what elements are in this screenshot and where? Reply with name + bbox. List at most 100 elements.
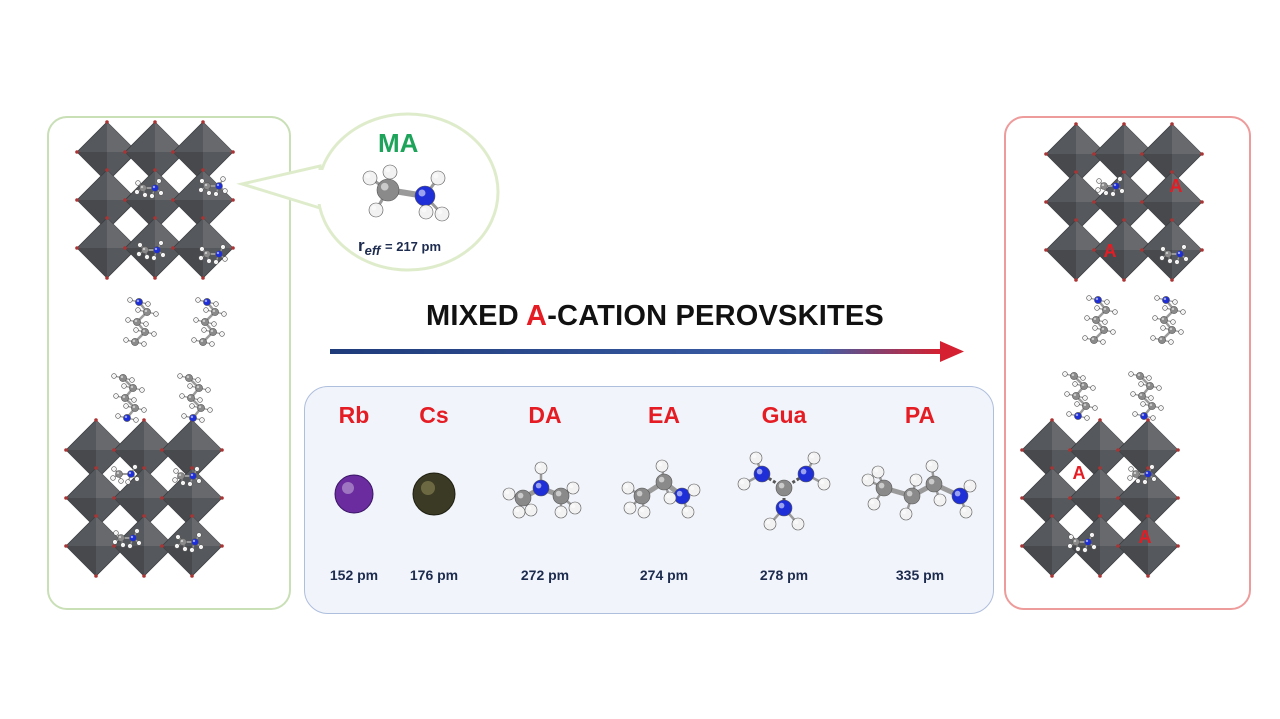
hydrogen-atom	[136, 251, 142, 257]
hydrogen-atom	[125, 479, 131, 485]
carbon-atom	[121, 394, 129, 402]
hydrogen-atom	[1089, 532, 1095, 538]
hydrogen-atom-shine	[136, 181, 139, 184]
hydrogen-atom-shine	[154, 312, 157, 315]
hydrogen-atom	[110, 475, 116, 481]
nitrogen-atom-shine	[756, 468, 763, 475]
iodide-atom	[201, 120, 205, 124]
nitrogen-atom-shine	[676, 490, 683, 497]
hydrogen-atom	[189, 403, 195, 409]
ma-label: MA	[378, 128, 419, 158]
hydrogen-atom	[189, 547, 195, 553]
hydrogen-atom-shine	[137, 541, 140, 544]
iodide-atom	[153, 276, 157, 280]
hydrogen-atom	[207, 407, 213, 413]
hydrogen-atom-shine	[1133, 412, 1136, 415]
nitrogen-atom-shine	[800, 468, 807, 475]
carbon-atom-shine	[1169, 327, 1173, 331]
octahedron	[1116, 514, 1180, 578]
hydrogen-atom-shine	[1097, 179, 1100, 182]
hydrogen-atom-shine	[1111, 192, 1114, 195]
carbon-atom	[197, 404, 205, 412]
iodide-atom	[1146, 466, 1150, 470]
carbon-atom-shine	[1137, 373, 1141, 377]
nitrogen-atom-shine	[190, 473, 194, 477]
hydrogen-atom-shine	[190, 548, 193, 551]
carbon-atom	[199, 338, 207, 346]
iodide-atom	[105, 216, 109, 220]
octahedron	[171, 120, 235, 184]
hydrogen-atom	[1095, 187, 1101, 193]
nitrogen-atom	[203, 298, 211, 306]
a-site-label: A	[1169, 176, 1183, 196]
hydrogen-atom	[156, 178, 162, 184]
hydrogen-atom-shine	[1068, 544, 1071, 547]
hydrogen-atom	[1160, 246, 1166, 252]
carbon-atom-shine	[1133, 471, 1137, 475]
iodide-atom	[1074, 218, 1078, 222]
carbon-atom-shine	[196, 385, 200, 389]
hydrogen-atom-shine	[157, 179, 160, 182]
hydrogen-atom-shine	[928, 462, 933, 467]
hydrogen-atom-shine	[124, 404, 127, 407]
carbon-atom	[119, 374, 127, 382]
hydrogen-atom-shine	[1159, 406, 1162, 409]
hydrogen-atom	[113, 530, 119, 536]
hydrogen-atom-shine	[128, 544, 131, 547]
carbon-atom-shine	[1161, 317, 1165, 321]
nitrogen-atom-shine	[1163, 297, 1167, 301]
hydrogen-atom-shine	[197, 479, 200, 482]
cation-size-rb: 152 pm	[329, 567, 379, 583]
hydrogen-atom-shine	[794, 520, 799, 525]
hydrogen-atom	[1119, 188, 1125, 194]
hydrogen-atom-shine	[199, 256, 202, 259]
iodide-atom	[1146, 418, 1150, 422]
iodide-atom	[160, 496, 164, 500]
carbon-atom-shine	[188, 395, 192, 399]
iodide-atom	[123, 246, 127, 250]
carbon-atom-shine	[202, 319, 206, 323]
iodide-atom	[142, 418, 146, 422]
hydrogen-atom-shine	[1092, 545, 1095, 548]
hydrogen-atom	[1172, 299, 1178, 305]
carbon-atom-shine	[204, 251, 208, 255]
hydrogen-atom-shine	[138, 243, 141, 246]
hydrogen-atom	[1162, 305, 1168, 311]
hydrogen-atom	[174, 543, 180, 549]
carbon-atom-shine	[380, 182, 389, 191]
hydrogen-atom	[1117, 176, 1123, 182]
hydrogen-atom	[209, 341, 215, 347]
carbon-atom	[1164, 250, 1172, 258]
octahedron	[1140, 218, 1204, 282]
octahedron	[123, 216, 187, 280]
hydrogen-atom-shine	[132, 398, 135, 401]
hydrogen-atom-shine	[658, 462, 663, 467]
hydrogen-atom-shine	[152, 332, 155, 335]
hydrogen-atom-shine	[214, 302, 217, 305]
title-suffix: -CATION PEROVSKITES	[547, 300, 884, 332]
carbon-atom-shine	[878, 482, 885, 489]
nitrogen-atom-shine	[535, 482, 542, 489]
hydrogen-atom	[1132, 411, 1138, 417]
hydrogen-atom-shine	[527, 506, 532, 511]
hydrogen-atom-shine	[1136, 479, 1139, 482]
hydrogen-atom	[123, 337, 129, 343]
pa-molecule	[861, 459, 977, 521]
hydrogen-atom	[195, 297, 201, 303]
hydrogen-atom-shine	[196, 298, 199, 301]
hydrogen-atom	[205, 387, 211, 393]
octahedron	[1044, 218, 1108, 282]
carbon-atom-shine	[200, 339, 204, 343]
hydrogen-atom-shine	[1175, 260, 1178, 263]
hydrogen-atom-shine	[1076, 547, 1079, 550]
iodide-atom	[1020, 496, 1024, 500]
iodide-atom	[1116, 448, 1120, 452]
hydrogen-atom-shine	[119, 479, 122, 482]
octahedron	[1092, 218, 1156, 282]
hydrogen-atom	[160, 252, 166, 258]
spacer-cation	[111, 373, 147, 423]
hydrogen-atom-shine	[1073, 382, 1076, 385]
iodide-atom	[1176, 496, 1180, 500]
hydrogen-atom-shine	[207, 259, 210, 262]
carbon-atom	[655, 473, 673, 491]
